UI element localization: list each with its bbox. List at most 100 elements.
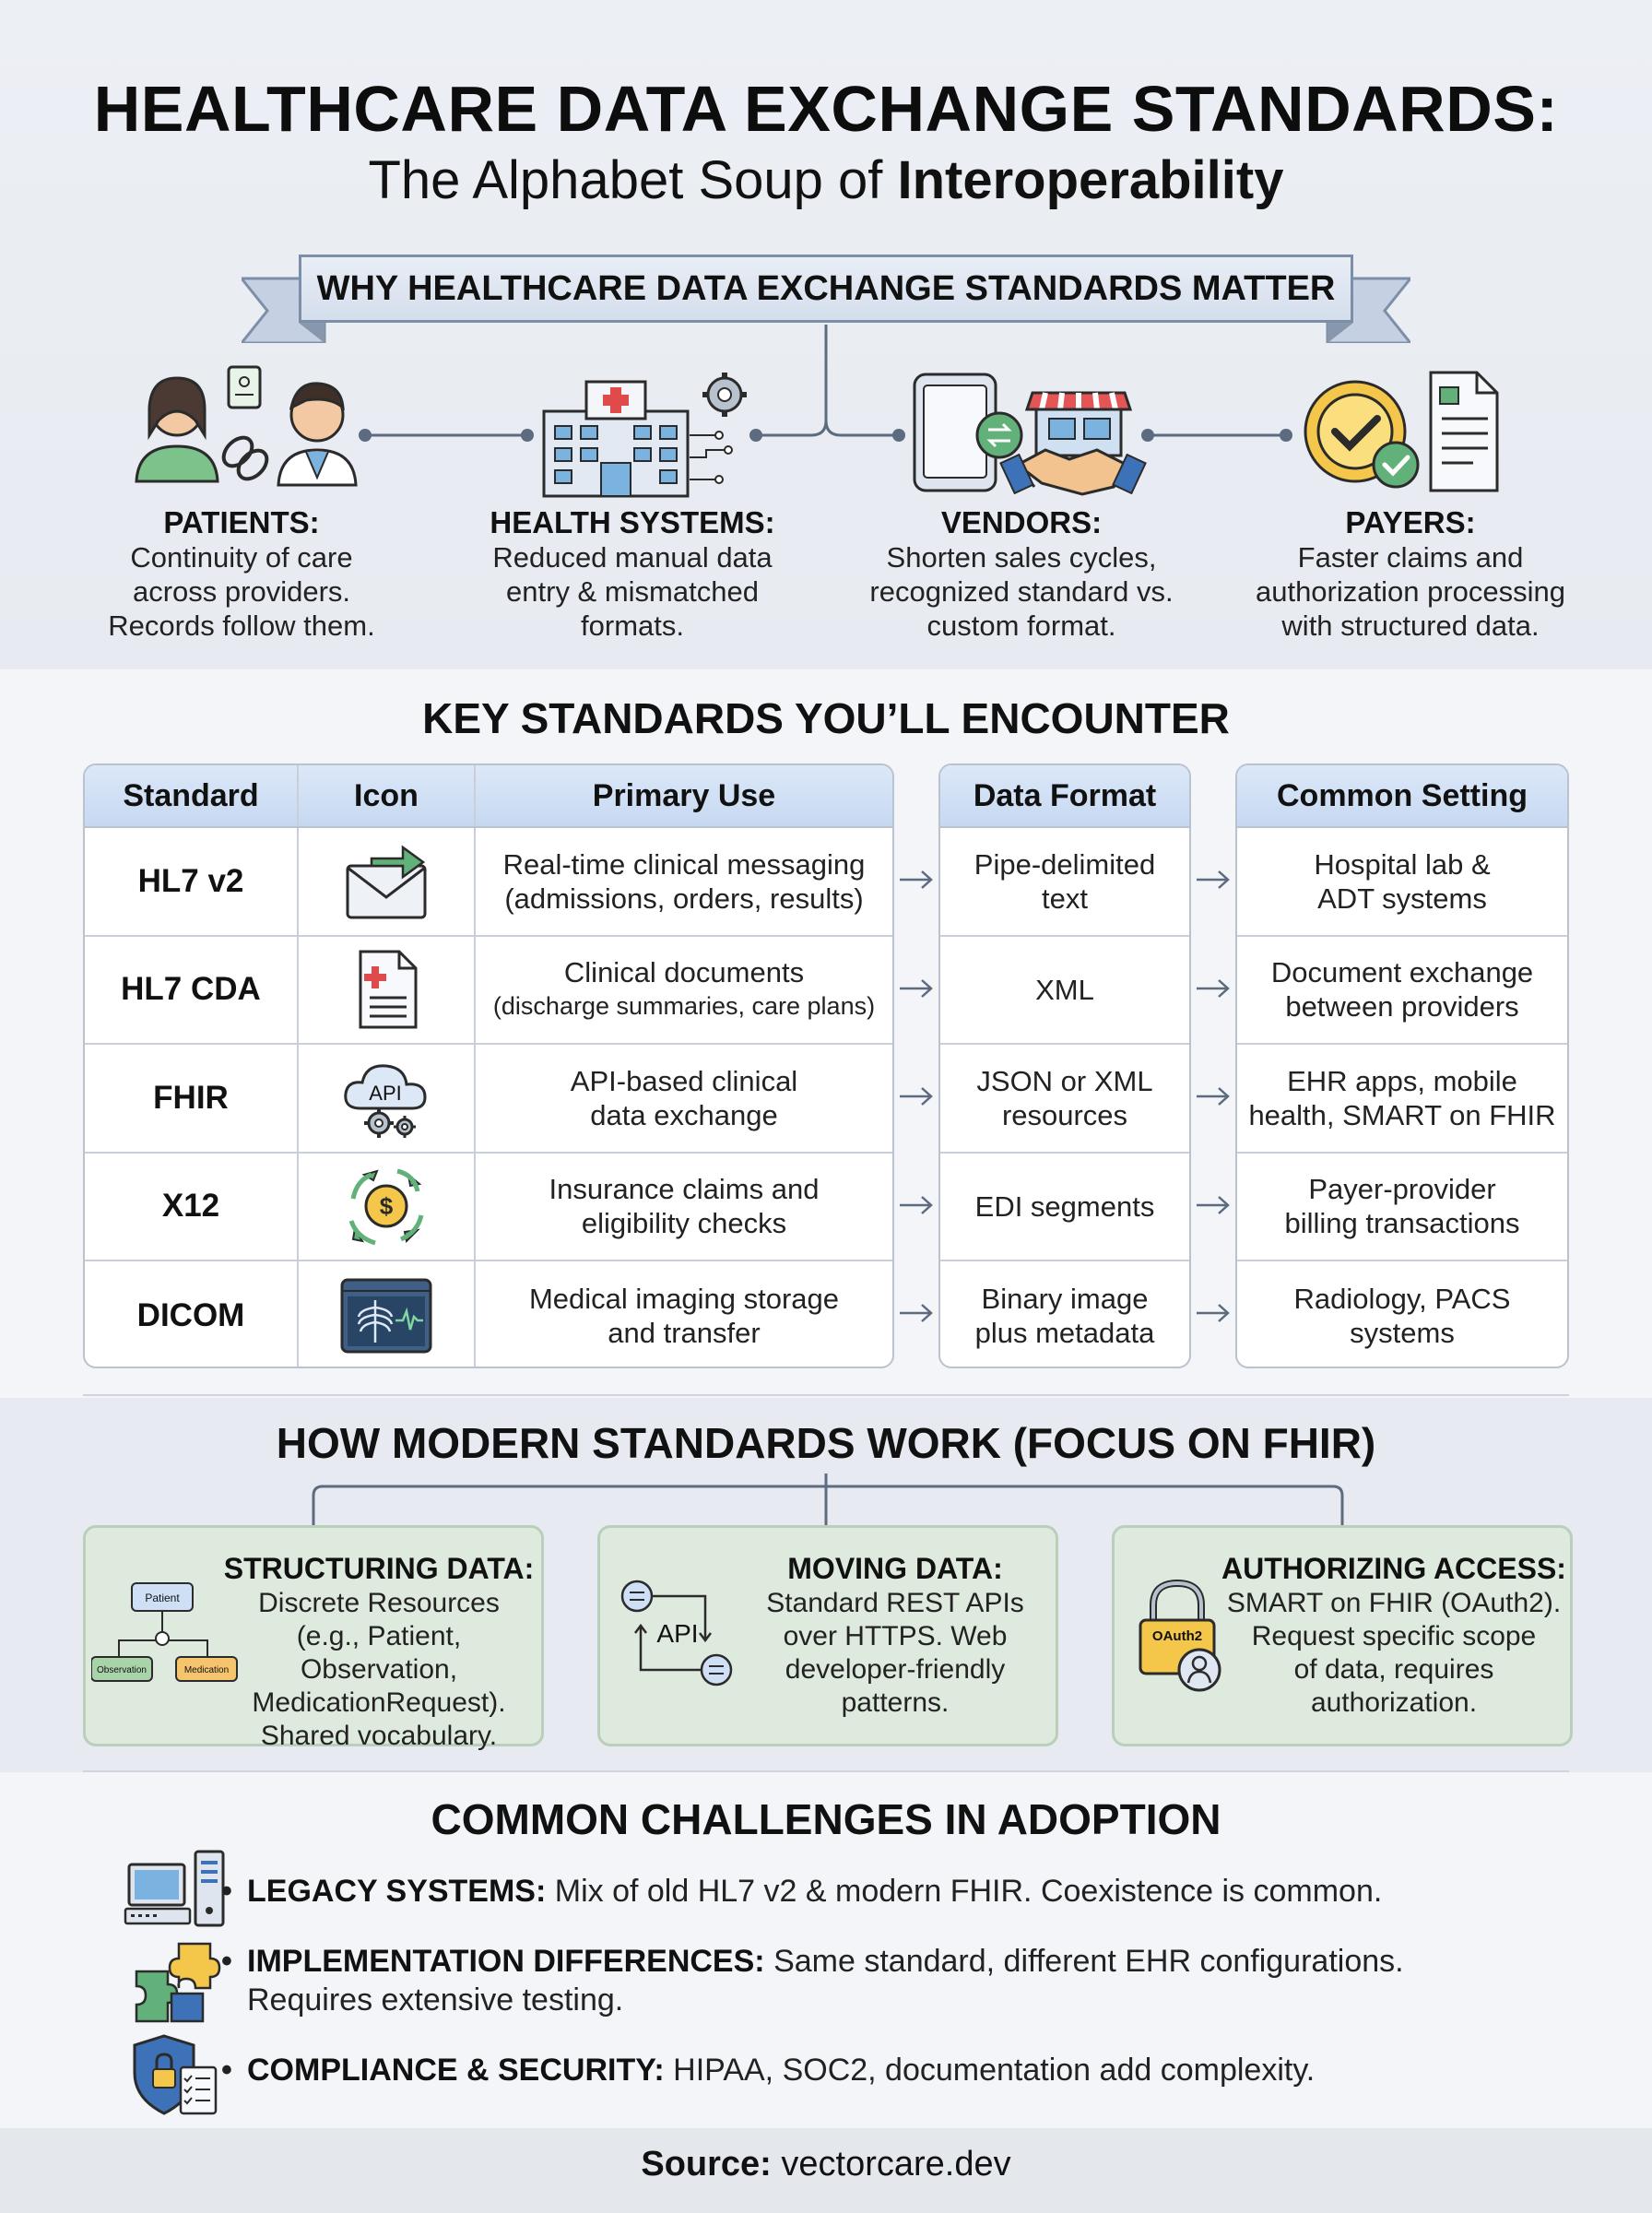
stakeholder-vendors: VENDORS: Shorten sales cycles, recognize… [837,365,1206,643]
format-line: plus metadata [974,1316,1155,1349]
table-row: FHIR API API-based clinical data exchang… [85,1045,892,1154]
desc-line: recognized standard vs. [869,575,1174,608]
stakeholder-title: VENDORS: [940,505,1103,539]
desc-line: of data, requires [1293,1654,1494,1685]
envelope-arrow-icon [299,828,476,935]
desc-line: Records follow them. [108,609,375,642]
card-desc: SMART on FHIR (OAuth2). Request specific… [1216,1587,1572,1720]
source-footer: Source: vectorcare.dev [0,2145,1652,2184]
card-title: STRUCTURING DATA: [223,1552,535,1585]
card-title: AUTHORIZING ACCESS: [1221,1552,1566,1585]
stakeholder-title: HEALTH SYSTEMS: [490,505,775,539]
use-line: Insurance claims and [549,1173,820,1206]
resource-tree-icon: Patient Observation Medication [91,1582,238,1682]
challenge-label: LEGACY SYSTEMS: [247,1874,547,1909]
page-subtitle: The Alphabet Soup of Interoperability [0,149,1652,211]
dollar-cycle-icon: $ [299,1153,476,1260]
setting-line: systems [1350,1316,1455,1349]
table-row: Hospital lab &ADT systems [1237,828,1567,937]
format-line: resources [1001,1098,1128,1131]
format-line: Pipe-delimited [974,847,1156,881]
divider [83,1770,1569,1772]
use-line: data exchange [590,1098,778,1131]
primary-use: API-based clinical data exchange [476,1045,892,1152]
format-line: Binary image [981,1282,1149,1315]
puzzle-icon [135,1942,221,2023]
use-line: API-based clinical [570,1064,798,1097]
stakeholder-title: PATIENTS: [163,505,320,539]
desc-line: Continuity of care [130,541,353,574]
desc-line: formats. [581,609,684,642]
data-format: XML [940,937,1189,1044]
desc-line: authorization. [1310,1687,1478,1718]
oauth-label: OAuth2 [1152,1628,1202,1644]
desc-line: over HTTPS. Web [783,1621,1008,1651]
setting-line: Document exchange [1270,956,1534,989]
patient-label: Patient [145,1592,180,1604]
table-row: EDI segments [940,1154,1189,1261]
stakeholder-desc: Reduced manual data entry & mismatched f… [448,540,817,643]
desc-line: custom format. [926,609,1116,642]
challenge-text: HIPAA, SOC2, documentation add complexit… [664,2053,1316,2088]
row-arrows [900,870,1230,1322]
stakeholder-desc: Shorten sales cycles, recognized standar… [837,540,1206,643]
source-band [0,2128,1652,2213]
data-format: EDI segments [940,1154,1189,1260]
stakeholder-health-systems: HEALTH SYSTEMS: Reduced manual data entr… [448,365,817,643]
api-icon-label: API [369,1082,401,1105]
setting-line: billing transactions [1284,1207,1520,1240]
setting-line: between providers [1285,990,1519,1024]
divider [83,1394,1569,1396]
challenge-compliance: •COMPLIANCE & SECURITY: HIPAA, SOC2, doc… [221,2051,1316,2089]
bullet: • [221,1944,232,1979]
page-title: HEALTHCARE DATA EXCHANGE STANDARDS: [93,73,1559,145]
desc-line: (e.g., Patient, Observation, [296,1621,462,1685]
standard-name: FHIR [85,1045,299,1152]
table-row: HL7 CDA Clinical documents (discharge su… [85,936,892,1045]
bullet: • [221,1874,232,1909]
table-row: DICOM Medical imaging storage and transf… [85,1261,892,1367]
challenges-band [0,1772,1652,2128]
primary-use: Real-time clinical messaging (admissions… [476,828,892,935]
desc-line: Discrete Resources [258,1588,500,1618]
header-data-format: Data Format [973,777,1157,813]
primary-use: Insurance claims and eligibility checks [476,1154,892,1260]
challenge-text: Same standard, different EHR configurati… [764,1944,1404,1979]
standard-name: X12 [85,1153,299,1260]
standards-table-setting: Common Setting Hospital lab &ADT systems… [1235,763,1569,1368]
source-value: vectorcare.dev [771,2145,1011,2183]
padlock-oauth-icon: OAuth2 [1139,1579,1221,1692]
use-line: eligibility checks [581,1207,787,1240]
standard-name: HL7 CDA [85,936,299,1043]
svg-text:$: $ [380,1192,394,1220]
setting-line: ADT systems [1317,882,1487,915]
vendor-tablet-store-icon [837,365,1206,502]
table-row: X12 $ Insurance claims and eligibility c… [85,1153,892,1261]
card-title: MOVING DATA: [787,1552,1003,1585]
desc-line: authorization processing [1255,575,1566,608]
fhir-title: HOW MODERN STANDARDS WORK (FOCUS ON FHIR… [276,1419,1376,1467]
standard-name: DICOM [85,1261,299,1367]
use-line: Clinical documents [563,956,805,989]
card-desc: Standard REST APIs over HTTPS. Web devel… [738,1587,1052,1720]
header-primary-use: Primary Use [592,777,776,813]
medical-document-icon [299,936,476,1043]
stakeholder-payers: PAYERS: Faster claims and authorization … [1226,365,1595,643]
desc-line: Reduced manual data [492,541,773,574]
header-common-setting: Common Setting [1277,777,1528,813]
subtitle-bold: Interoperability [897,150,1284,210]
desc-line: Shorten sales cycles, [886,541,1157,574]
use-line: (admissions, orders, results) [504,882,864,915]
desc-line: developer-friendly [785,1654,1006,1685]
ribbon-title: WHY HEALTHCARE DATA EXCHANGE STANDARDS M… [299,254,1353,323]
